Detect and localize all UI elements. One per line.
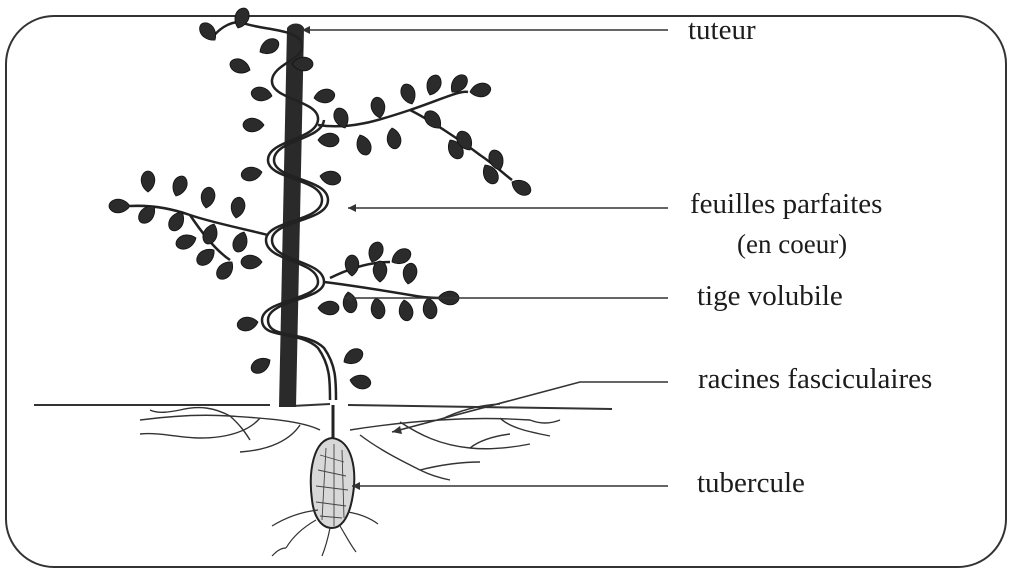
diagram-border [6, 16, 1006, 567]
stem-label: tige volubile [697, 280, 843, 312]
leaves-note-label: (en coeur) [737, 228, 847, 260]
tuber-label: tubercule [697, 467, 805, 499]
roots-label: racines fasciculaires [698, 363, 932, 395]
leaves-label: feuilles parfaites [690, 188, 882, 220]
stake-label: tuteur [688, 14, 756, 46]
stake [279, 24, 304, 408]
ground-line [34, 404, 612, 409]
